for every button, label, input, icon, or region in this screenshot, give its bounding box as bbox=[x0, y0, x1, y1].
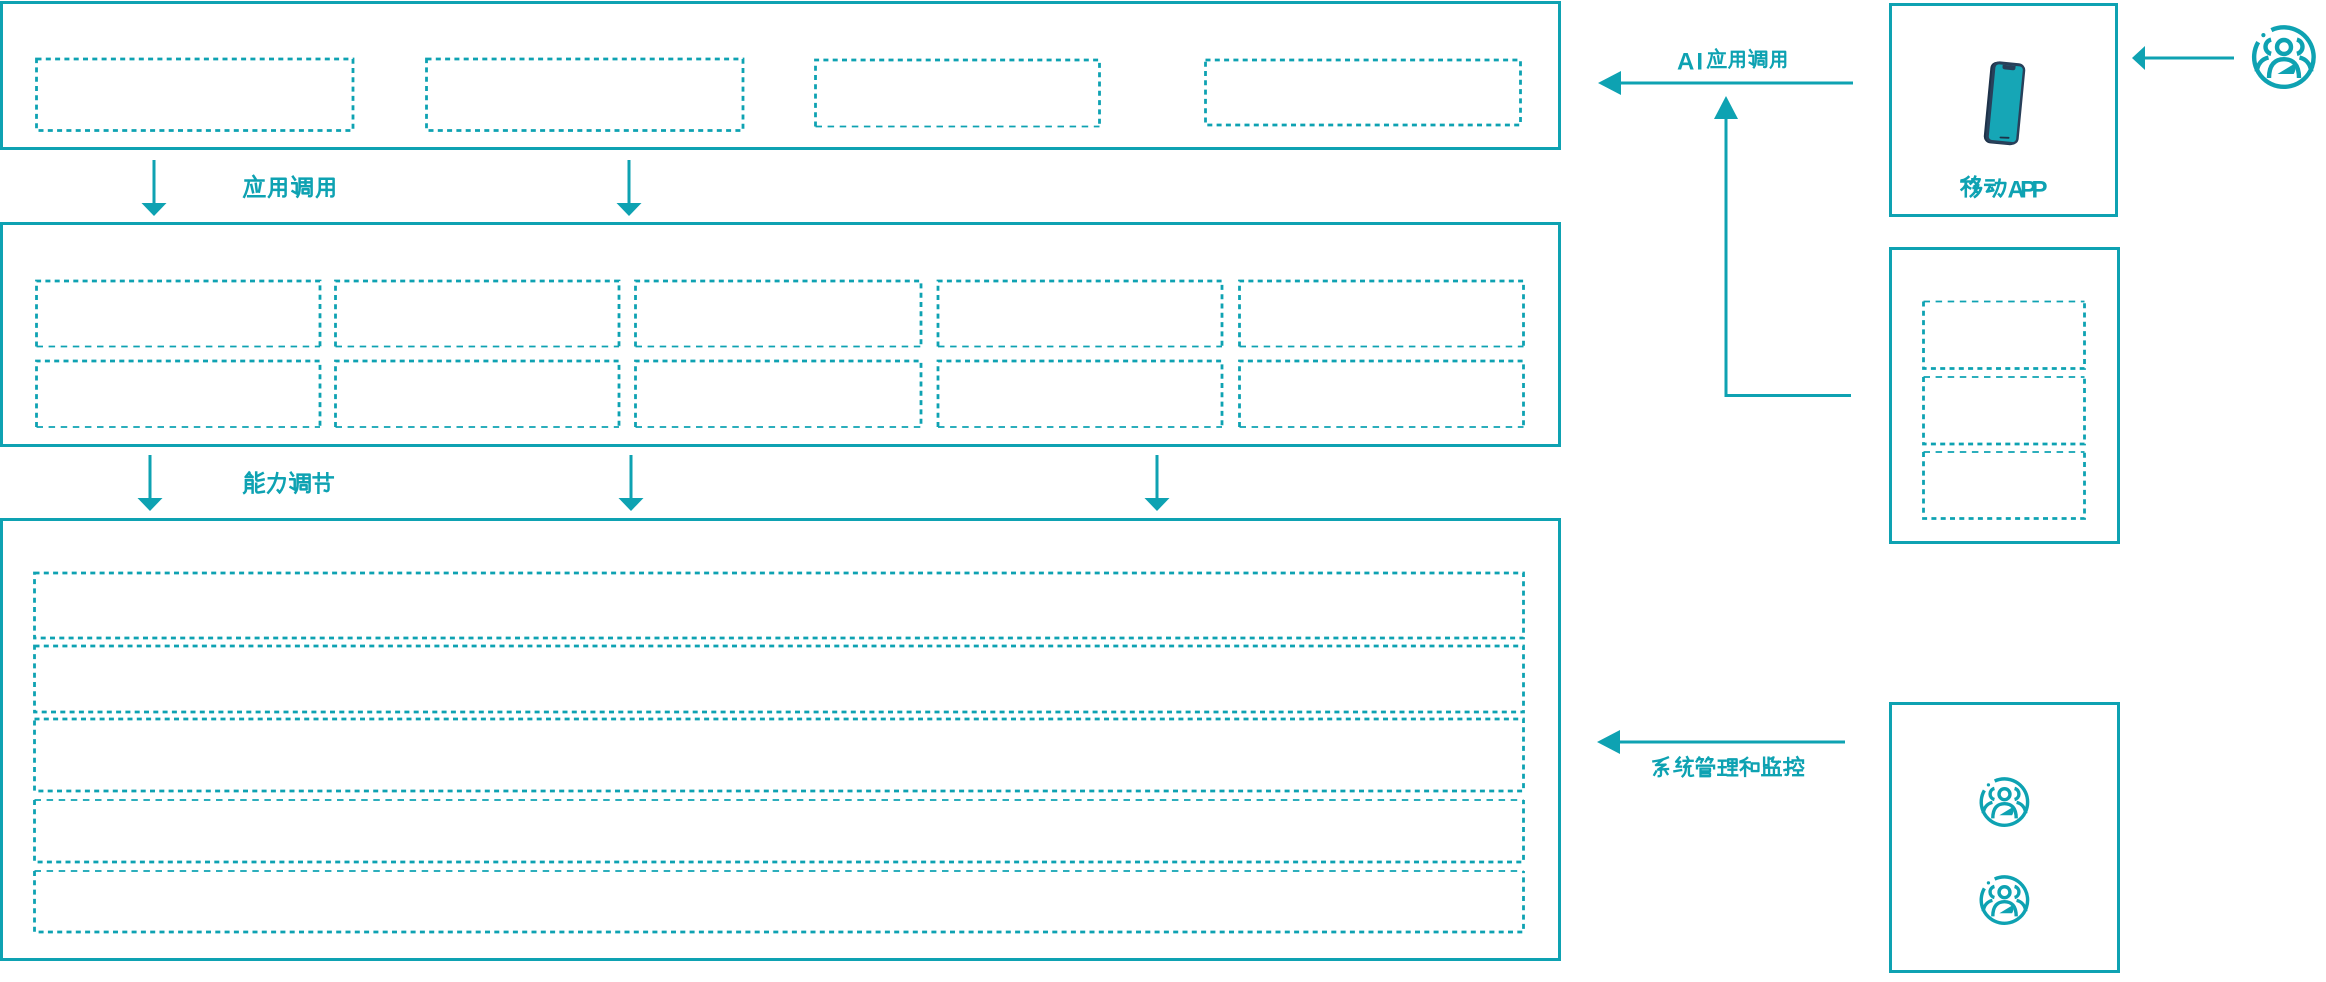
svg-text:AI: AI bbox=[1677, 49, 1703, 76]
svg-text:APP: APP bbox=[2008, 177, 2048, 204]
